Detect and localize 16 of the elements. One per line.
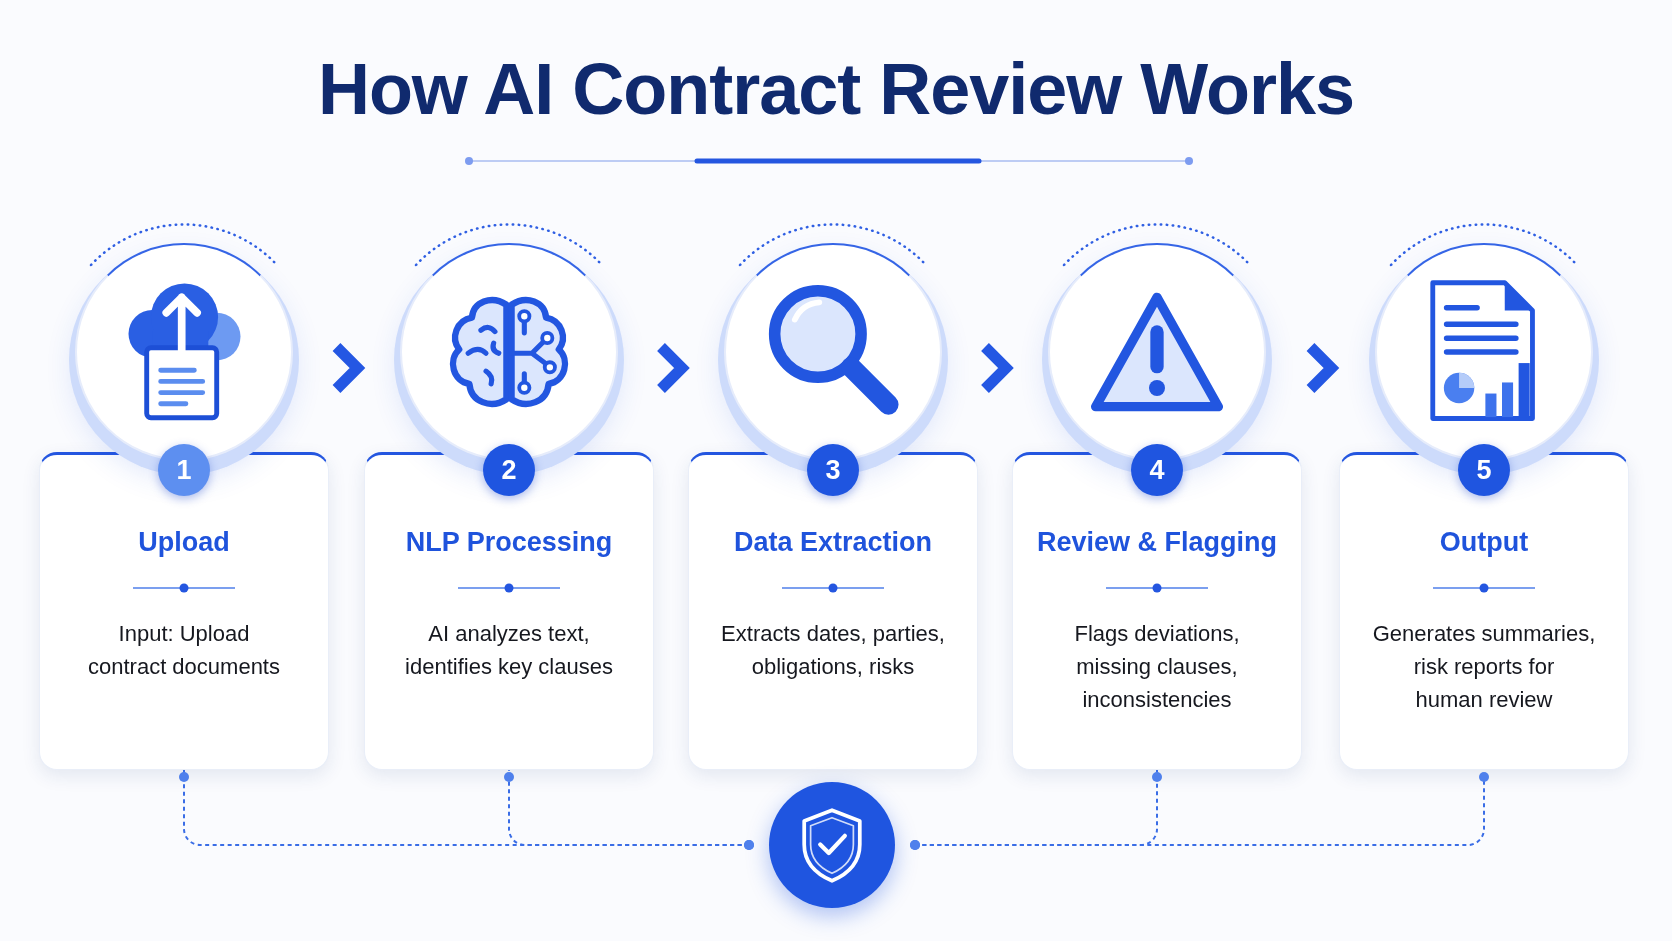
step-card: [364, 452, 654, 770]
step-card: [1012, 452, 1302, 770]
title: How AI Contract Review Works: [317, 48, 1355, 131]
step-description: Flags deviations, missing clauses, inconsistencies: [1073, 620, 1241, 714]
step-title: Data Extraction: [733, 526, 933, 559]
step-title: NLP Processing: [405, 526, 613, 559]
step-title: Review & Flagging: [1036, 526, 1277, 559]
step-title: Upload: [138, 526, 230, 559]
step-card: [39, 452, 329, 770]
step-description: Input: Upload contract documents: [87, 620, 281, 681]
step-description: Extracts dates, parties, obligations, risks: [720, 620, 946, 681]
step-card: [688, 452, 978, 770]
step-title: Output: [1439, 526, 1529, 559]
step-description: AI analyzes text, identifies key clauses: [404, 620, 614, 681]
step-card: [1339, 452, 1629, 770]
step-description: Generates summaries, risk reports for human review: [1371, 620, 1597, 714]
